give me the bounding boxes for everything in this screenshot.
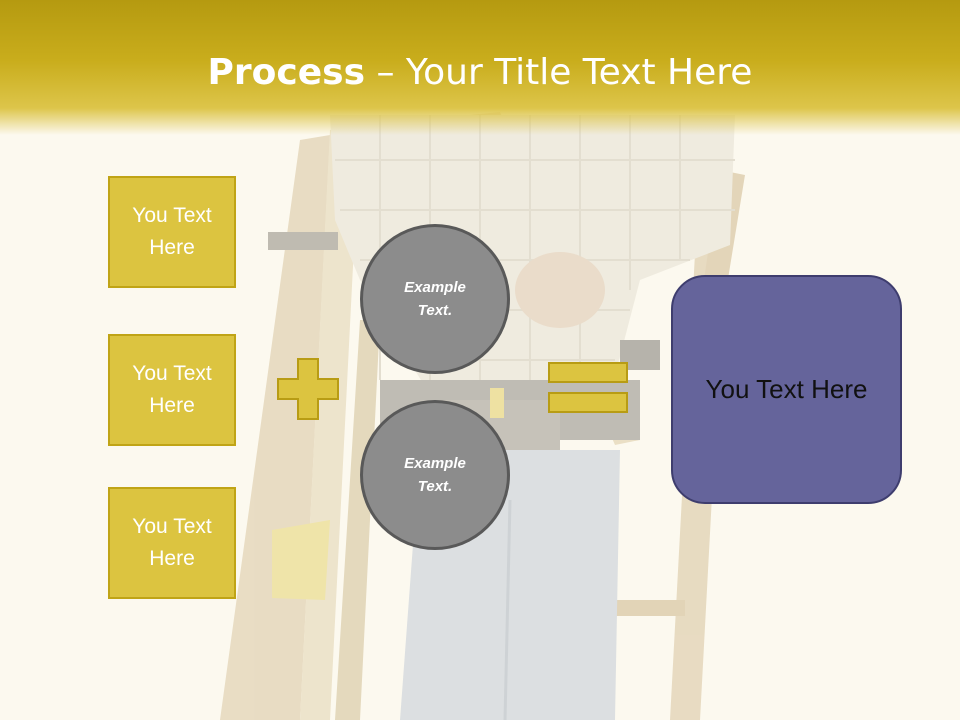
step-box-1-line2: Here [149, 236, 195, 259]
title-bar [0, 0, 960, 135]
result-box-text: You Text Here [705, 374, 868, 404]
title-rest: – Your Title Text Here [365, 52, 753, 93]
equals-icon [548, 362, 628, 413]
step-box-1-line1: You Text [132, 204, 212, 227]
example-circle-2-line1: Example [404, 455, 466, 472]
step-box-3-line1: You Text [132, 515, 212, 538]
result-box: You Text Here [671, 275, 902, 504]
example-circle-1-line2: Text. [417, 302, 453, 319]
example-circle-2-line2: Text. [417, 478, 453, 495]
plus-icon [277, 358, 339, 420]
title-bold: Process [207, 52, 366, 93]
example-circle-1-line1: Example [404, 279, 466, 296]
page-title: Process – Your Title Text Here [0, 52, 960, 93]
step-box-2-line2: Here [149, 394, 195, 417]
step-box-3-line2: Here [149, 547, 195, 570]
step-box-2-line1: You Text [132, 362, 212, 385]
